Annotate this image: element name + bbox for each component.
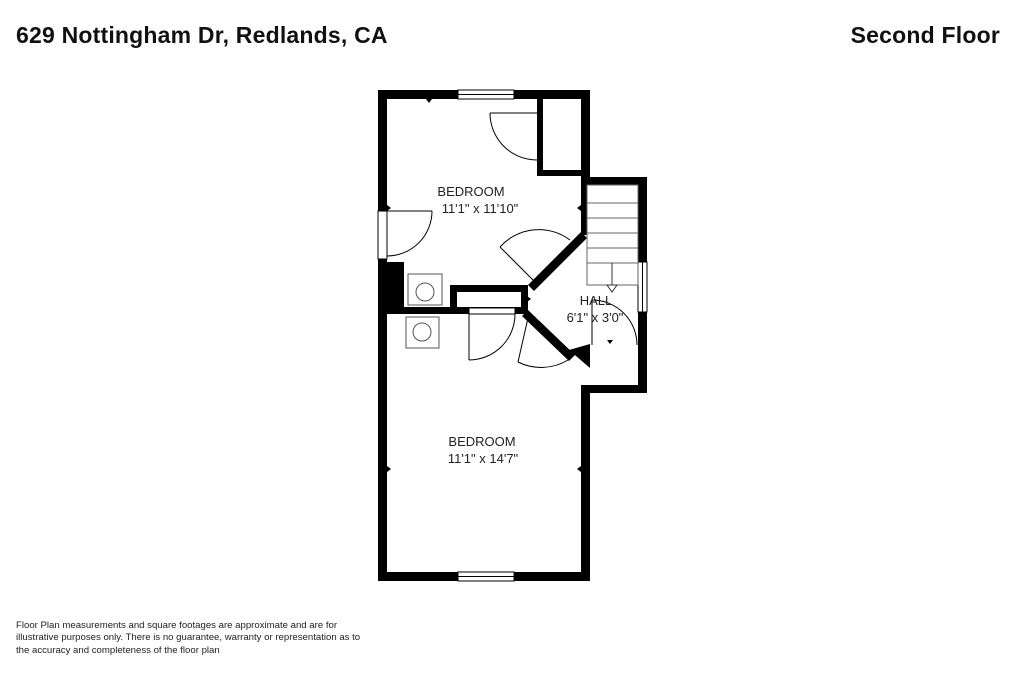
room-name-upper-bedroom: BEDROOM xyxy=(437,184,504,199)
diagonal-wall-lower xyxy=(522,310,575,361)
room-name-lower-bedroom: BEDROOM xyxy=(448,434,515,449)
stairs xyxy=(586,184,639,293)
walls xyxy=(378,90,647,581)
bath-wall-right xyxy=(521,285,528,314)
door-swing-left xyxy=(386,210,433,257)
doors xyxy=(377,112,638,368)
bath-wall-left xyxy=(450,285,457,314)
closet-wall-bottom xyxy=(537,170,590,176)
closet-wall-left xyxy=(537,95,543,176)
room-dims-hall: 6'1" x 3'0" xyxy=(567,310,624,325)
sink-lower xyxy=(405,316,440,349)
wall-bottom-right xyxy=(581,386,590,581)
wall-pier xyxy=(378,262,404,310)
room-labels: BEDROOM 11'1" x 11'10" HALL 6'1" x 3'0" … xyxy=(437,184,623,466)
wall-corner xyxy=(569,344,590,368)
room-dims-upper-bedroom: 11'1" x 11'10" xyxy=(442,201,519,216)
sink-upper xyxy=(407,273,443,306)
diagonal-wall-upper xyxy=(528,232,587,291)
stair-wall-inner xyxy=(581,185,587,235)
door-swing-closet xyxy=(489,112,538,161)
fixtures xyxy=(405,273,443,349)
door-diagonal-lower xyxy=(517,317,529,363)
stair-wall-bottom xyxy=(581,385,647,393)
door-diagonal-upper xyxy=(499,246,538,285)
disclaimer-text: Floor Plan measurements and square foota… xyxy=(16,620,361,656)
stair-wall-top xyxy=(581,177,647,185)
divider-wall-left xyxy=(378,307,458,314)
floor-label: Second Floor xyxy=(850,22,1000,48)
room-name-hall: HALL xyxy=(580,293,613,308)
property-address: 629 Nottingham Dr, Redlands, CA xyxy=(16,22,388,48)
room-dims-lower-bedroom: 11'1" x 14'7" xyxy=(448,451,519,466)
windows xyxy=(457,89,648,582)
wall-top-right xyxy=(581,90,590,177)
wall-left xyxy=(378,90,387,581)
dimension-ticks xyxy=(387,99,613,472)
bath-wall-top xyxy=(450,285,528,292)
